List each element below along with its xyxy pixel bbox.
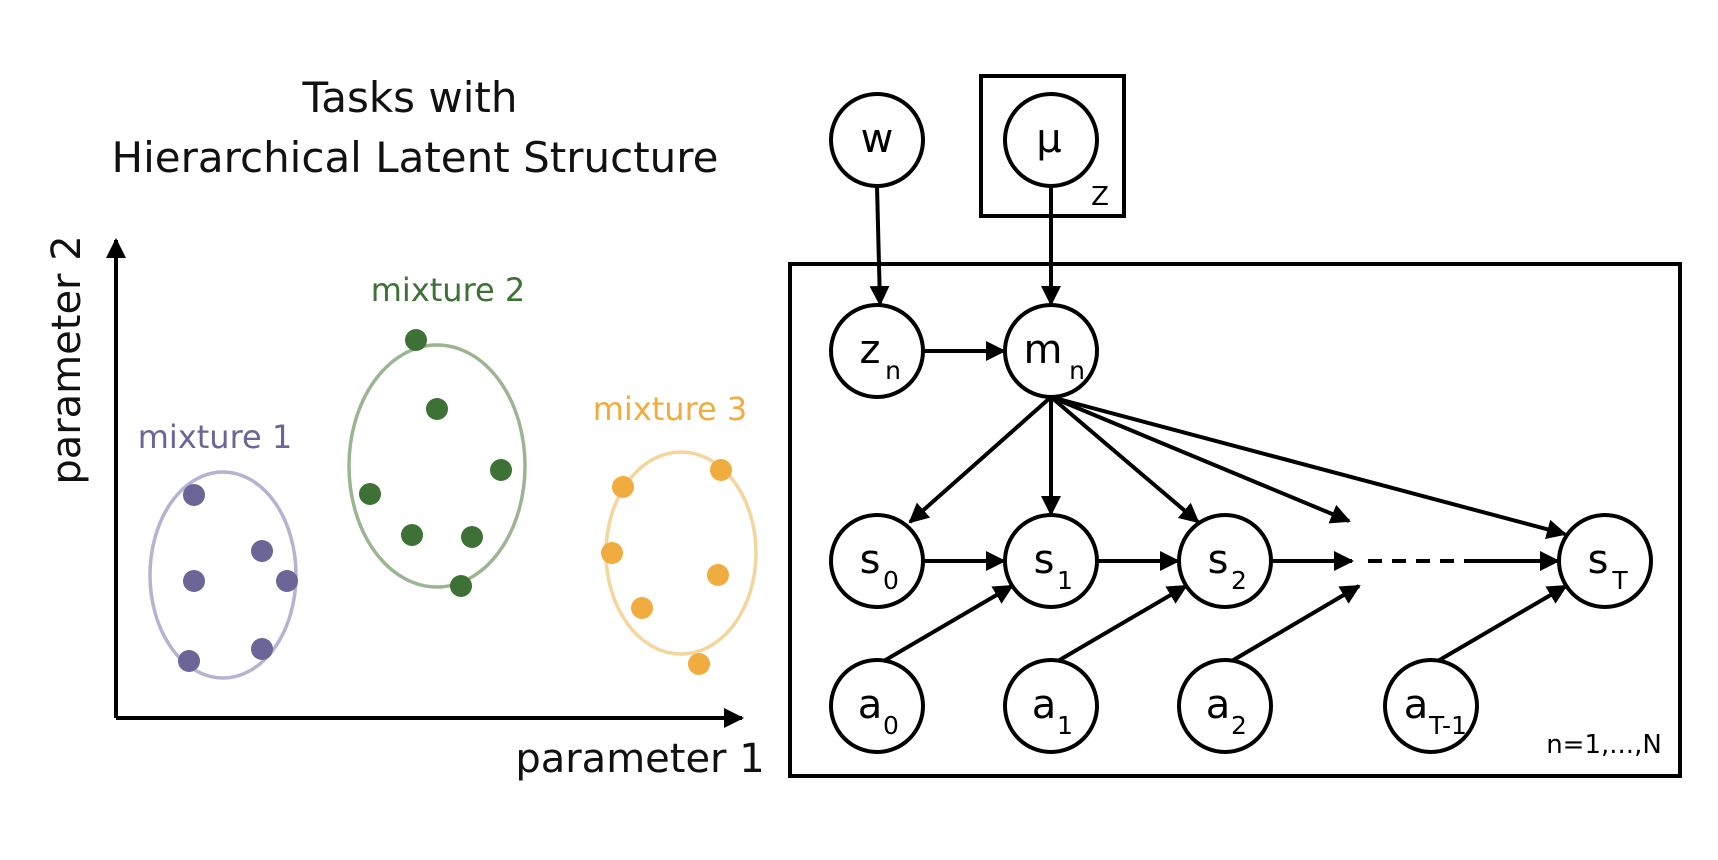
node-a0-label: a <box>858 682 883 728</box>
node-a1: a 1 <box>1003 658 1099 754</box>
node-s2-label: s <box>1208 537 1229 583</box>
node-m-label: m <box>1024 327 1063 373</box>
node-s0-label: s <box>860 537 881 583</box>
node-w: w <box>829 92 925 188</box>
node-s1-subscript: 1 <box>1057 566 1073 595</box>
mixture-3-point <box>631 597 653 619</box>
node-a2-label: a <box>1206 682 1231 728</box>
mixture-2-ellipse <box>347 343 527 589</box>
mixture-3-cluster: mixture 3 <box>593 390 758 675</box>
mixture-3-point <box>612 476 634 498</box>
mixture-2-cluster: mixture 2 <box>347 271 527 597</box>
edge-m-to-s2 <box>1049 395 1200 524</box>
node-a0-subscript: 0 <box>883 711 899 740</box>
edge-a2-to-next-s <box>1223 584 1361 667</box>
panel-title-line-1: Tasks with <box>302 73 518 122</box>
mixture-1-point <box>178 650 200 672</box>
mixture-1-point <box>251 540 273 562</box>
node-aT1: a T-1 <box>1383 658 1479 754</box>
mixture-3-point <box>688 653 710 675</box>
node-a2-subscript: 2 <box>1231 711 1247 740</box>
node-s1: s 1 <box>1003 513 1099 609</box>
mixture-3-point <box>710 459 732 481</box>
edge-m-to-s0 <box>908 395 1053 524</box>
edge-a1-to-s2 <box>1049 584 1188 667</box>
node-a2: a 2 <box>1177 658 1273 754</box>
panel-title-line-2: Hierarchical Latent Structure <box>112 133 719 182</box>
mixture-3-point <box>707 564 729 586</box>
node-m: m n <box>1003 303 1099 399</box>
mixture-1-point <box>183 570 205 592</box>
edges <box>869 185 1568 667</box>
edge-m-to-future-s <box>1050 395 1351 524</box>
mixture-2-point <box>426 398 448 420</box>
mixture-3-label: mixture 3 <box>593 390 748 428</box>
node-s1-label: s <box>1034 537 1055 583</box>
edge-m-to-sT <box>1050 395 1567 540</box>
node-z-subscript: n <box>885 356 901 385</box>
mixture-2-point <box>405 329 427 351</box>
node-mu-label: μ <box>1036 116 1061 162</box>
mixture-1-ellipse <box>148 470 298 680</box>
n-plate <box>788 262 1682 778</box>
mixture-2-point <box>461 526 483 548</box>
node-mu: μ <box>1003 92 1099 188</box>
node-sT-subscript: T <box>1611 566 1628 595</box>
mixture-2-point <box>450 575 472 597</box>
mixture-1-label: mixture 1 <box>138 418 293 456</box>
node-sT: s T <box>1557 513 1653 609</box>
mixture-1-point <box>251 638 273 660</box>
mixture-2-point <box>359 483 381 505</box>
mixture-2-point <box>401 524 423 546</box>
node-z-label: z <box>860 327 881 373</box>
node-aT1-subscript: T-1 <box>1428 711 1467 740</box>
node-s2: s 2 <box>1177 513 1273 609</box>
y-axis-label: parameter 2 <box>44 235 90 484</box>
z-plate-label: Z <box>1091 182 1109 212</box>
left-panel: Tasks with Hierarchical Latent Structure… <box>44 73 765 782</box>
mixture-3-point <box>601 542 623 564</box>
x-axis-label: parameter 1 <box>515 736 764 782</box>
edge-a0-to-s1 <box>875 584 1014 667</box>
node-z: z n <box>829 303 925 399</box>
mixture-1-point <box>183 484 205 506</box>
n-plate-label: n=1,...,N <box>1546 730 1662 760</box>
node-sT-label: s <box>1588 537 1609 583</box>
graphical-model: Z n=1,...,N w <box>788 74 1682 778</box>
mixture-2-point <box>490 459 512 481</box>
node-s0: s 0 <box>829 513 925 609</box>
edge-aT1-to-sT <box>1429 584 1568 667</box>
node-w-label: w <box>861 116 894 162</box>
node-aT1-label: a <box>1404 682 1429 728</box>
node-a1-subscript: 1 <box>1057 711 1073 740</box>
mixture-2-label: mixture 2 <box>371 271 526 309</box>
node-a0: a 0 <box>829 658 925 754</box>
edge-w-to-z <box>869 185 890 306</box>
mixture-1-cluster: mixture 1 <box>138 418 298 680</box>
node-m-subscript: n <box>1069 356 1085 385</box>
node-a1-label: a <box>1032 682 1057 728</box>
node-s0-subscript: 0 <box>883 566 899 595</box>
mixture-1-point <box>276 570 298 592</box>
node-s2-subscript: 2 <box>1231 566 1247 595</box>
